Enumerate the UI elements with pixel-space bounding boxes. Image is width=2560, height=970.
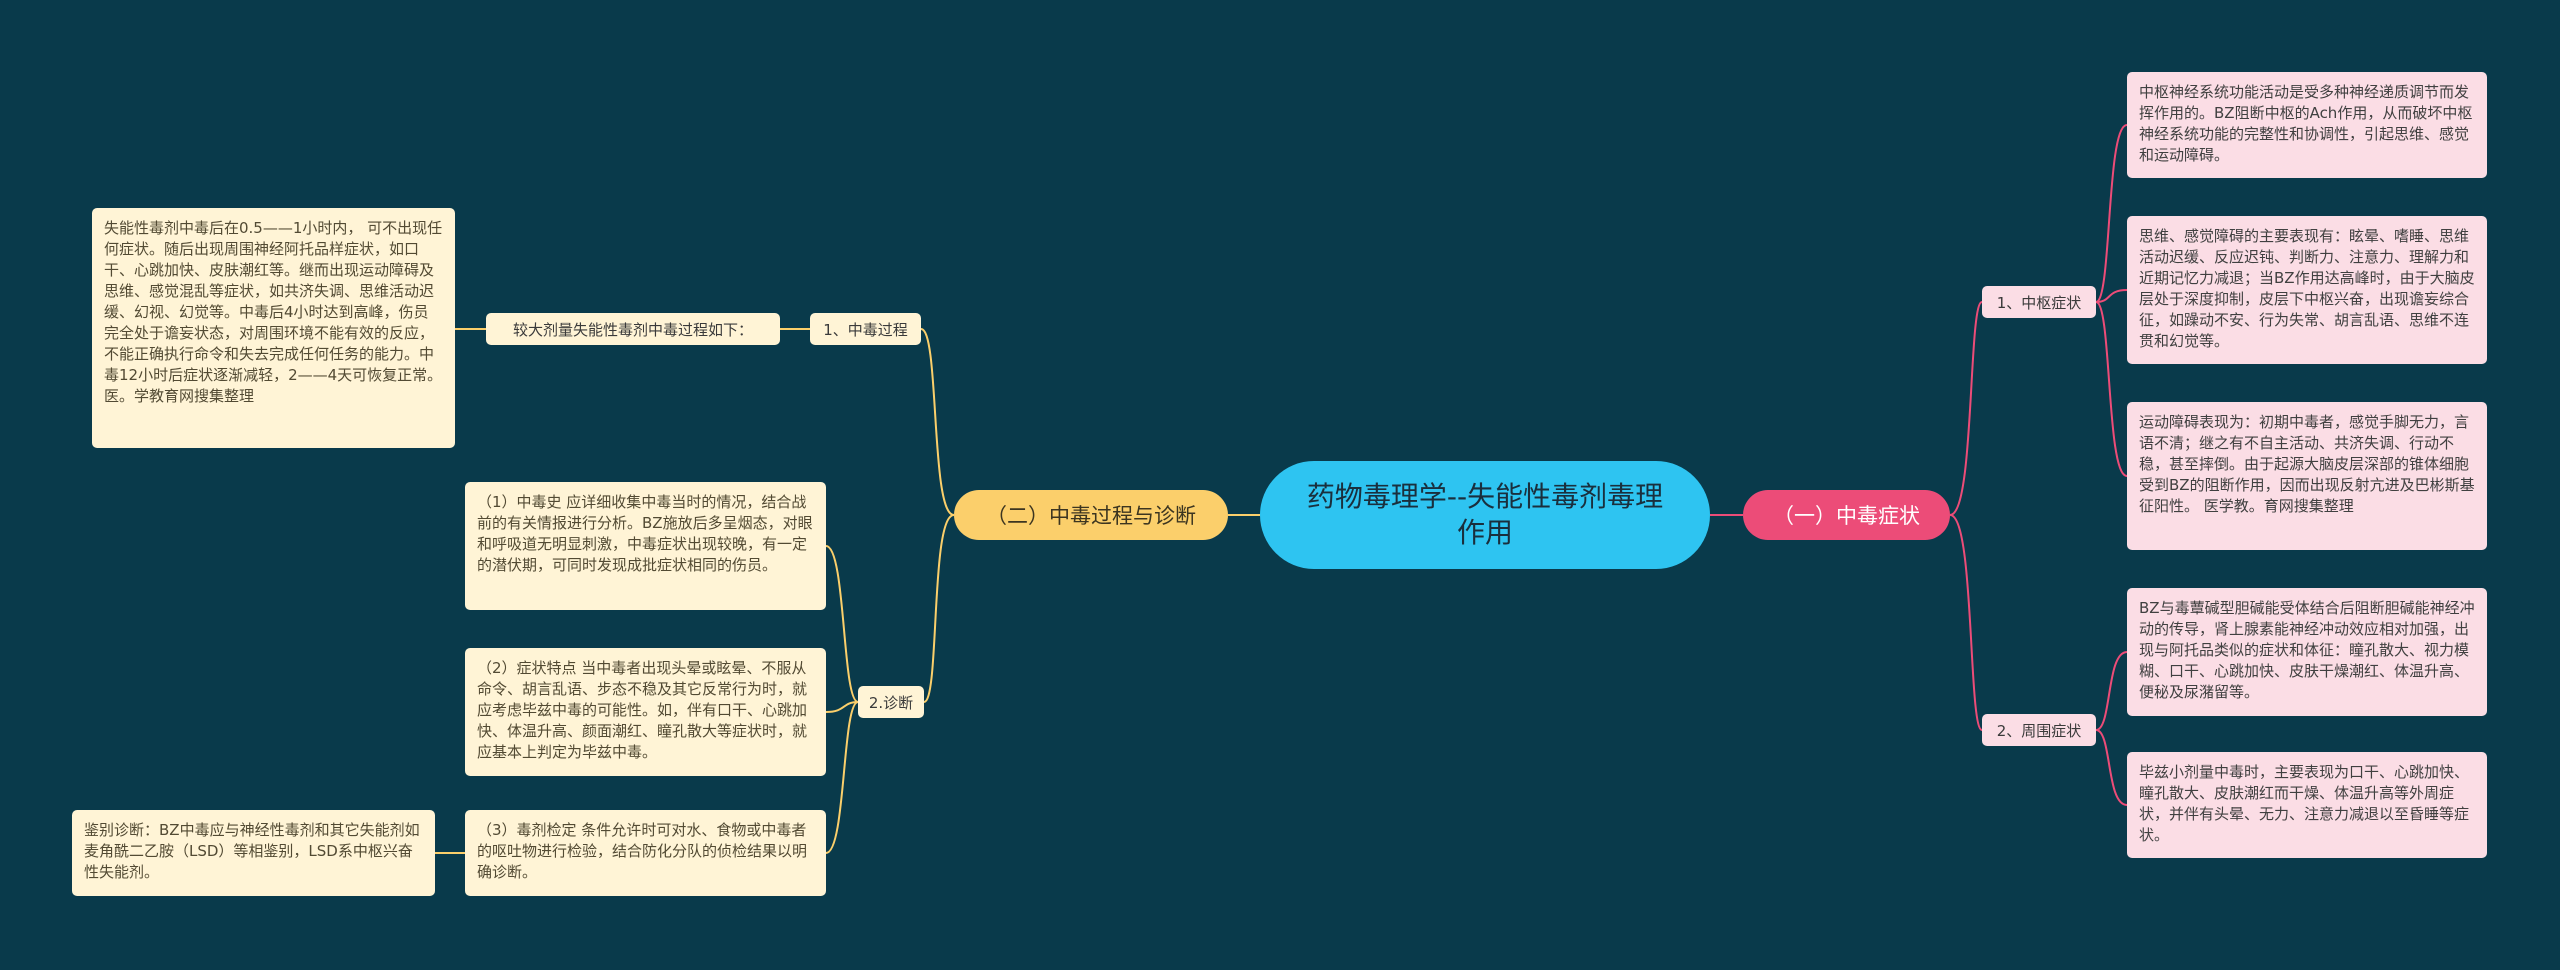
diagnosis-symptoms[interactable]: （2）症状特点 当中毒者出现头晕或眩晕、不服从命令、胡言乱语、步态不稳及其它反常…: [465, 648, 826, 776]
leaf-central-3[interactable]: 运动障碍表现为：初期中毒者，感觉手脚无力，言语不清；继之有不自主活动、共济失调、…: [2127, 402, 2487, 550]
root-topic[interactable]: 药物毒理学--失能性毒剂毒理作用: [1260, 461, 1710, 569]
connector-peripheral-leaf1: [2095, 651, 2128, 731]
leaf-peripheral-1[interactable]: BZ与毒蕈碱型胆碱能受体结合后阻断胆碱能神经冲动的传导，肾上腺素能神经冲动效应相…: [2127, 588, 2487, 716]
connector-central-leaf2: [2095, 289, 2128, 303]
connector-diagnosis-leaf2: [825, 701, 859, 713]
connector-peripheral-leaf2: [2095, 729, 2128, 806]
topic-peripheral-symptoms[interactable]: 2、周围症状: [1982, 714, 2096, 746]
topic-central-symptoms[interactable]: 1、中枢症状: [1982, 286, 2096, 318]
branch-process-diagnosis[interactable]: （二）中毒过程与诊断: [954, 490, 1228, 540]
connector-central-leaf3: [2095, 301, 2128, 477]
diagnosis-history[interactable]: （1）中毒史 应详细收集中毒当时的情况，结合战前的有关情报进行分析。BZ施放后多…: [465, 482, 826, 610]
leaf-central-1[interactable]: 中枢神经系统功能活动是受多种神经递质调节而发挥作用的。BZ阻断中枢的Ach作用，…: [2127, 72, 2487, 178]
connector-central-leaf1: [2095, 124, 2128, 303]
topic-diagnosis[interactable]: 2.诊断: [858, 686, 924, 718]
connector-right-peripheral: [1949, 514, 1983, 731]
connector-diagnosis-leaf1: [825, 545, 859, 703]
connector-left-diagnosis: [923, 514, 955, 703]
connector-left-process: [920, 328, 955, 516]
branch-poisoning-symptoms[interactable]: （一）中毒症状: [1743, 490, 1950, 540]
leaf-peripheral-2[interactable]: 毕兹小剂量中毒时，主要表现为口干、心跳加快、瞳孔散大、皮肤潮红而干燥、体温升高等…: [2127, 752, 2487, 858]
leaf-central-2[interactable]: 思维、感觉障碍的主要表现有：眩晕、嗜睡、思维活动迟缓、反应迟钝、判断力、注意力、…: [2127, 216, 2487, 364]
connector-diagnosis-leaf3: [825, 701, 859, 854]
differential-diagnosis[interactable]: 鉴别诊断：BZ中毒应与神经性毒剂和其它失能剂如麦角酰二乙胺（LSD）等相鉴别，L…: [72, 810, 435, 896]
diagnosis-detection[interactable]: （3）毒剂检定 条件允许时可对水、食物或中毒者的呕吐物进行检验，结合防化分队的侦…: [465, 810, 826, 896]
process-detail[interactable]: 失能性毒剂中毒后在0.5——1小时内， 可不出现任何症状。随后出现周围神经阿托品…: [92, 208, 455, 448]
process-intro[interactable]: 较大剂量失能性毒剂中毒过程如下：: [486, 313, 780, 345]
topic-poisoning-process[interactable]: 1、中毒过程: [810, 313, 921, 345]
connector-right-central: [1949, 301, 1983, 516]
